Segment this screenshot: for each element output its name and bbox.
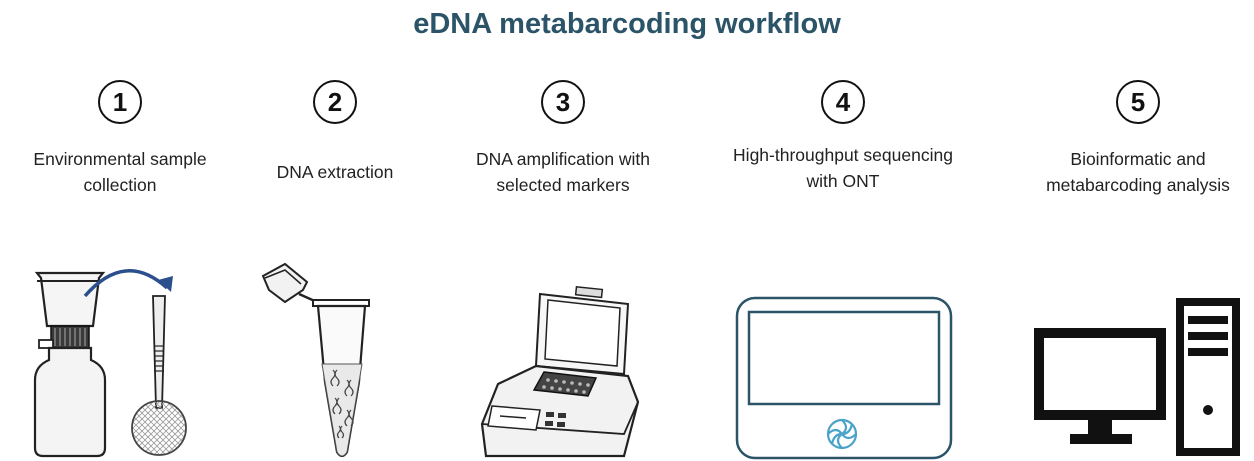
step-label-4: High-throughput sequencing with ONT bbox=[733, 145, 953, 191]
step-number-2: 2 bbox=[313, 80, 357, 124]
step-1: 1 Environmental sample collection bbox=[0, 80, 240, 198]
step-number-5: 5 bbox=[1116, 80, 1160, 124]
ont-logo-icon bbox=[826, 418, 858, 450]
filter-funnel-forceps-icon bbox=[33, 269, 187, 458]
step-2: 2 DNA extraction bbox=[215, 80, 455, 185]
step-label-3: DNA amplification with selected markers bbox=[475, 149, 651, 195]
step-number-4: 4 bbox=[821, 80, 865, 124]
microcentrifuge-tube-icon bbox=[261, 262, 370, 458]
step-4: 4 High-throughput sequencing with ONT bbox=[723, 80, 963, 194]
diagram-title: eDNA metabarcoding workflow bbox=[413, 8, 841, 40]
step-number-3: 3 bbox=[541, 80, 585, 124]
step-label-2: DNA extraction bbox=[276, 162, 394, 182]
step-number-1: 1 bbox=[98, 80, 142, 124]
step-label-1: Environmental sample collection bbox=[33, 149, 207, 195]
step-3: 3 DNA amplification with selected marker… bbox=[443, 80, 683, 198]
sequencer-device-icon bbox=[735, 296, 953, 460]
desktop-computer-icon bbox=[1034, 298, 1240, 456]
thermocycler-icon bbox=[480, 285, 640, 458]
step-label-5: Bioinformatic and metabarcoding analysis bbox=[1046, 149, 1230, 195]
step-5: 5 Bioinformatic and metabarcoding analys… bbox=[1018, 80, 1254, 198]
